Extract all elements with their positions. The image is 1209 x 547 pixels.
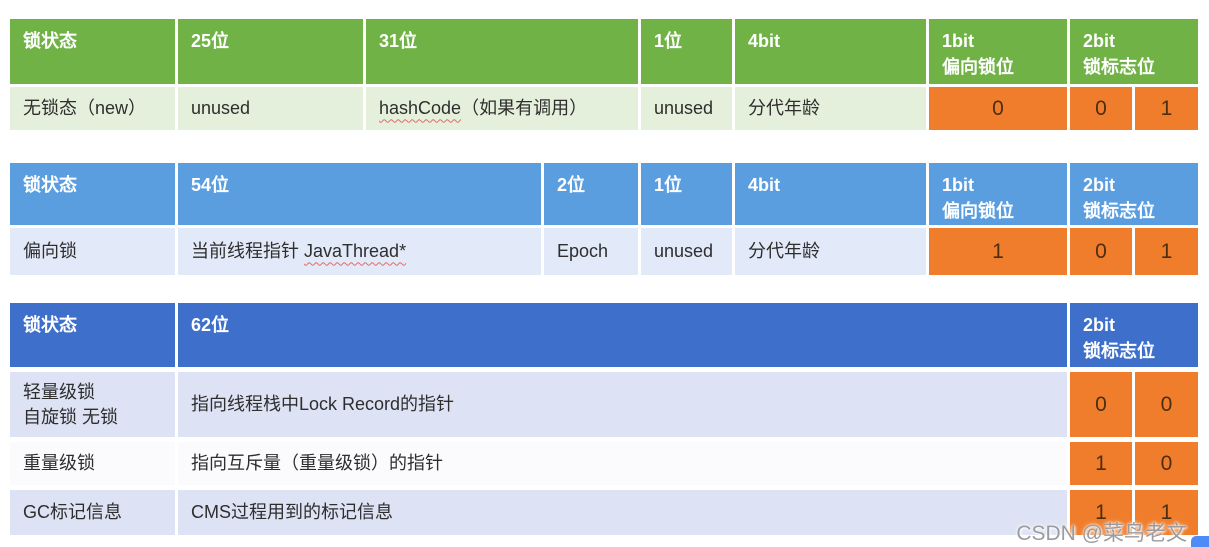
t1-header-lock-state: 锁状态: [10, 19, 175, 84]
t1-header-bias-bit: 1bit 偏向锁位: [929, 19, 1067, 84]
t1-header-31bit: 31位: [366, 19, 638, 84]
t2-header-lock-flag-line1: 2bit: [1083, 175, 1116, 195]
corner-blue-shape: [1191, 536, 1209, 547]
t3-row1-flag-bit-2: 0: [1135, 372, 1198, 437]
t3-row3-desc: CMS过程用到的标记信息: [178, 490, 1067, 535]
t2-flag-bit-cell-1: 0: [1070, 228, 1132, 275]
table-other-lock-states: 锁状态 62位 2bit 锁标志位 轻量级锁自旋锁 无锁 指向线程栈中Lock R…: [10, 303, 1198, 535]
t2-row-epoch: Epoch: [544, 228, 638, 275]
t1-row-gen-age: 分代年龄: [735, 87, 926, 130]
t3-row3-flag-bit-1: 1: [1070, 490, 1132, 535]
t2-header-1bit-unused: 1位: [641, 163, 732, 225]
t1-row-unused-25: unused: [178, 87, 363, 130]
t2-header-2bit-epoch: 2位: [544, 163, 638, 225]
t3-row3-state-label: GC标记信息: [10, 490, 175, 535]
t3-header-lock-flag-line1: 2bit: [1083, 315, 1116, 335]
t3-row1-state-label: 轻量级锁自旋锁 无锁: [10, 372, 175, 437]
t3-row1-state-line2: 自旋锁 无锁: [23, 406, 119, 427]
t2-row-thread-pointer: 当前线程指针 JavaThread*: [178, 228, 541, 275]
t2-row-unused: unused: [641, 228, 732, 275]
t3-row1-desc: 指向线程栈中Lock Record的指针: [178, 372, 1067, 437]
t2-header-bias-bit-line2: 偏向锁位: [942, 201, 1014, 222]
t2-thread-pointer-pre: 当前线程指针: [191, 241, 305, 262]
t2-header-lock-flag-line2: 锁标志位: [1083, 201, 1155, 222]
t3-header-lock-flag-line2: 锁标志位: [1083, 341, 1155, 362]
t1-header-1bit-unused: 1位: [641, 19, 732, 84]
t3-row2-state-label: 重量级锁: [10, 442, 175, 485]
t1-flag-bit-cell-2: 1: [1135, 87, 1198, 130]
t1-flag-bit-cell-1: 0: [1070, 87, 1132, 130]
table-no-lock-state: 锁状态 25位 31位 1位 4bit 1bit 偏向锁位 2bit 锁标志位 无锁…: [10, 19, 1198, 130]
t3-row2-flag-bit-2: 0: [1135, 442, 1198, 485]
t2-header-lock-state: 锁状态: [10, 163, 175, 225]
t1-bias-bit-cell: 0: [929, 87, 1067, 130]
t2-row-state-label: 偏向锁: [10, 228, 175, 275]
t3-row1-state-line1: 轻量级锁: [23, 382, 95, 403]
t1-row-state-label: 无锁态（new）: [10, 87, 175, 130]
t3-header-lock-state: 锁状态: [10, 303, 175, 367]
t2-javathread-text: JavaThread*: [304, 241, 407, 262]
t3-header-lock-flag: 2bit 锁标志位: [1070, 303, 1198, 367]
t2-flag-bit-cell-2: 1: [1135, 228, 1198, 275]
t1-header-4bit-age: 4bit: [735, 19, 926, 84]
t2-row-gen-age: 分代年龄: [735, 228, 926, 275]
t3-row2-flag-bit-1: 1: [1070, 442, 1132, 485]
t1-header-lock-flag: 2bit 锁标志位: [1070, 19, 1198, 84]
t2-header-54bit: 54位: [178, 163, 541, 225]
t1-row-unused-1: unused: [641, 87, 732, 130]
t3-header-62bit: 62位: [178, 303, 1067, 367]
t2-header-lock-flag: 2bit 锁标志位: [1070, 163, 1198, 225]
table-biased-lock: 锁状态 54位 2位 1位 4bit 1bit 偏向锁位 2bit 锁标志位 偏向锁…: [10, 163, 1198, 275]
t1-hashcode-text: hashCode: [379, 98, 462, 119]
t2-header-bias-bit-line1: 1bit: [942, 175, 975, 195]
t1-header-bias-bit-line2: 偏向锁位: [942, 57, 1014, 78]
t1-header-25bit: 25位: [178, 19, 363, 84]
t1-hashcode-note: （如果有调用）: [461, 98, 588, 119]
t2-header-4bit-age: 4bit: [735, 163, 926, 225]
t3-row1-flag-bit-1: 0: [1070, 372, 1132, 437]
t2-header-bias-bit: 1bit 偏向锁位: [929, 163, 1067, 225]
t1-header-lock-flag-line1: 2bit: [1083, 31, 1116, 51]
t1-header-lock-flag-line2: 锁标志位: [1083, 57, 1155, 78]
csdn-watermark: CSDN @菜鸟老文: [1016, 522, 1187, 545]
t1-header-bias-bit-line1: 1bit: [942, 31, 975, 51]
t2-bias-bit-cell: 1: [929, 228, 1067, 275]
t1-row-hashcode: hashCode（如果有调用）: [366, 87, 638, 130]
t3-row2-desc: 指向互斥量（重量级锁）的指针: [178, 442, 1067, 485]
t3-row3-flag-bit-2: 1: [1135, 490, 1198, 535]
